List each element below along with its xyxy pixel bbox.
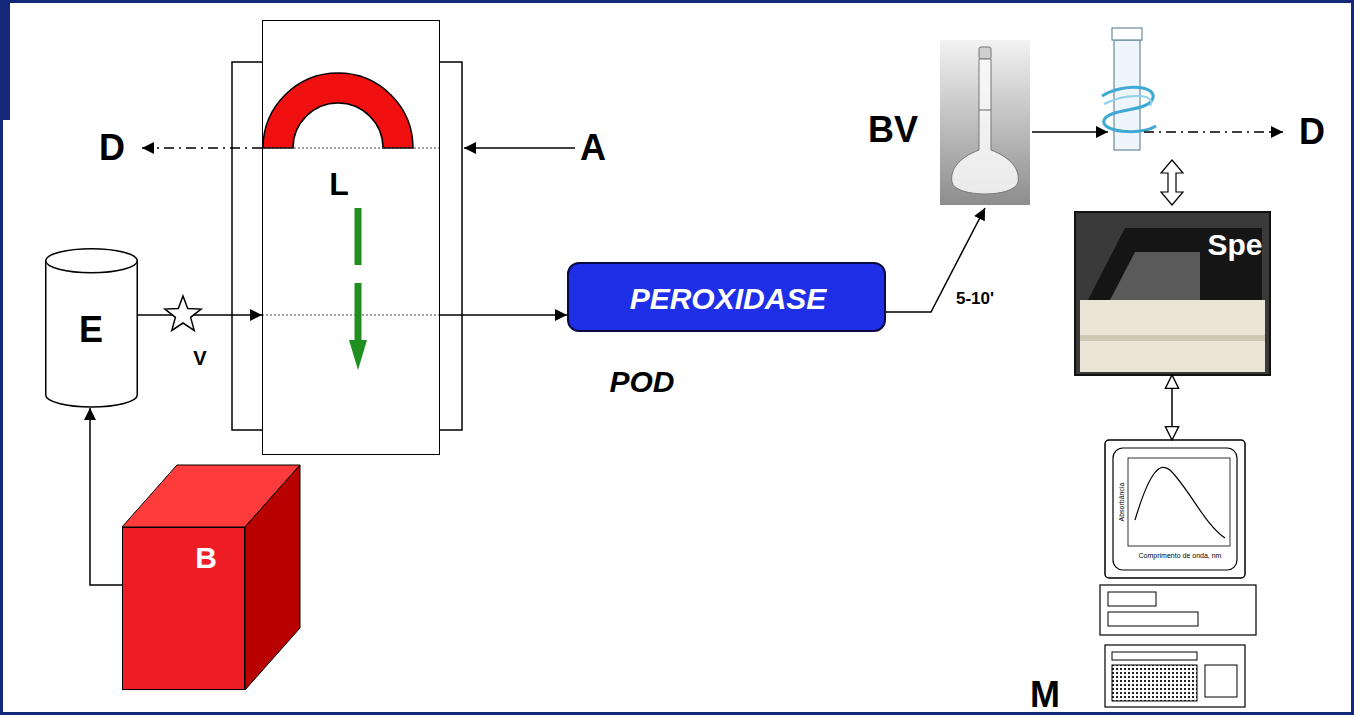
- screen: [1113, 448, 1237, 570]
- enzyme-reactor: PEROXIDASEPOD: [567, 262, 886, 332]
- drive-bay: [1108, 612, 1198, 626]
- inlet-arrow: [464, 147, 575, 149]
- reservoir-cylinder: E: [45, 248, 138, 408]
- frame-bar: [0, 0, 10, 120]
- drive-bay: [1108, 592, 1156, 606]
- node-label: B: [195, 543, 217, 573]
- flask-mark: [979, 110, 991, 111]
- spectrophotometer-photo: [1075, 212, 1270, 375]
- flow-cell: L: [262, 20, 440, 455]
- cell-front-plate: [262, 20, 440, 455]
- flow-arrow: [440, 314, 567, 316]
- flask-stopper: [979, 47, 991, 59]
- volumetric-flask: BV: [860, 40, 1032, 208]
- computer-case: [1100, 585, 1256, 635]
- waste-line: [1144, 131, 1283, 133]
- flow-arrow: [90, 408, 122, 585]
- axis-title: Comprimento de onda, nm: [1139, 552, 1222, 559]
- cuvette-cap: [1112, 28, 1142, 40]
- inlet-label: A: [580, 130, 606, 166]
- irradiation-arrowhead: [349, 340, 367, 370]
- outlet-label: D: [99, 130, 125, 166]
- node-label: E: [79, 312, 103, 348]
- lamp-arch: [263, 73, 413, 148]
- monitor: [1105, 440, 1245, 578]
- axis-title: Absorbância: [1118, 483, 1125, 522]
- node-label: L: [329, 168, 349, 200]
- node-label: Spe: [1207, 230, 1262, 260]
- node-caption: POD: [609, 367, 674, 397]
- time-label: 5-10': [956, 290, 994, 307]
- outlet-label: D: [1299, 114, 1325, 150]
- irradiation-arrow: [355, 208, 362, 265]
- computer: M: [1030, 440, 1258, 708]
- keyboard-keys: [1112, 665, 1197, 701]
- keyboard: [1105, 645, 1245, 707]
- flow-arrow: [1171, 375, 1173, 440]
- waste-line: [142, 147, 262, 149]
- spectrophotometer: Spe: [1075, 212, 1270, 375]
- pump-cube: B: [122, 527, 245, 690]
- keyboard-row: [1112, 652, 1197, 660]
- instrument-body: [1080, 300, 1265, 372]
- irradiation-arrow: [355, 283, 362, 340]
- transfer-arrow: [1032, 131, 1108, 133]
- valve-label: V: [193, 348, 206, 368]
- light-beam: [1102, 87, 1156, 131]
- cube-side: [245, 465, 300, 690]
- cylinder-body: [46, 260, 138, 407]
- node-label: PEROXIDASE: [630, 284, 827, 314]
- double-arrow: [1161, 160, 1183, 205]
- node-label: M: [1030, 677, 1060, 713]
- cylinder-top: [46, 249, 138, 273]
- flask-glass: [952, 59, 1019, 194]
- flask-photo: [940, 40, 1030, 205]
- node-label: BV: [868, 112, 918, 148]
- flow-path: [262, 314, 440, 315]
- instrument-lid-inner: [1110, 252, 1200, 300]
- light-path: [262, 147, 440, 148]
- light-beam: [1104, 96, 1151, 106]
- instrument-lid: [1088, 228, 1262, 300]
- spectrum-curve: [1135, 467, 1225, 538]
- keypad: [1205, 665, 1237, 697]
- valve-symbol: [165, 296, 201, 330]
- instrument-trim: [1080, 335, 1265, 341]
- flow-arrow: [138, 314, 262, 316]
- plot-frame: [1128, 458, 1230, 546]
